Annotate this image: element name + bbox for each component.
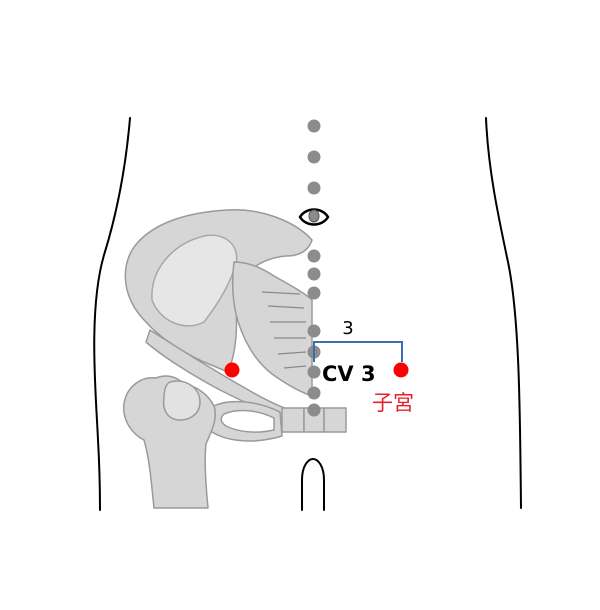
midline-dot: [307, 386, 321, 400]
midline-dot: [307, 181, 321, 195]
pubic-block-1: [281, 407, 305, 433]
midline-dot: [307, 324, 321, 338]
point-name-label: 子宮: [372, 391, 414, 415]
body-outline: [93, 117, 522, 511]
sacral-foramina: [261, 291, 307, 369]
obturator-foramen: [220, 409, 275, 433]
midline-dot: [307, 119, 321, 133]
body-outline-left: [93, 117, 131, 511]
acupoint-zigong-marker: [393, 362, 409, 378]
genital-outline: [301, 457, 325, 511]
distance-bracket: [313, 341, 403, 362]
navel-icon: [298, 208, 330, 226]
midline-markers: [307, 119, 321, 417]
point-code-label: CV 3: [322, 362, 376, 386]
midline-dot: [307, 286, 321, 300]
midline-dot: [307, 403, 321, 417]
midline-dot: [307, 150, 321, 164]
sacrum: [231, 261, 313, 397]
midline-dot: [307, 267, 321, 281]
midline-dot: [307, 249, 321, 263]
pelvis-skeleton: [123, 209, 347, 509]
femoral-head: [162, 380, 201, 421]
acupoint-left-marker: [224, 362, 240, 378]
body-outline-right: [485, 117, 522, 509]
midline-dot: [307, 365, 321, 379]
pubic-block-3: [323, 407, 347, 433]
distance-label: 3: [342, 318, 353, 339]
